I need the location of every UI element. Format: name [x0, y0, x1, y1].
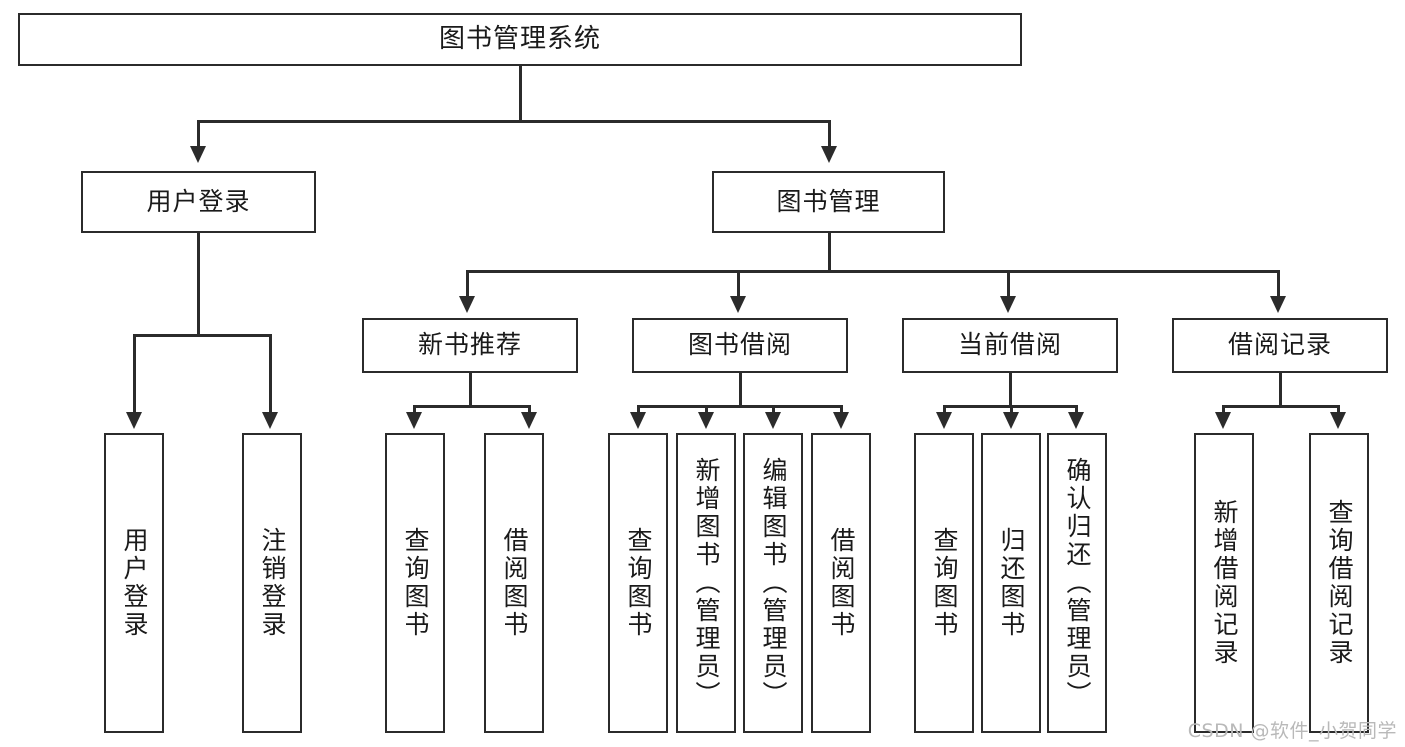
arrow-book-borrow-leaf-1	[630, 412, 646, 429]
arrow-current-borrow-leaf-2	[1003, 412, 1019, 429]
node-user-login[interactable]: 用户登录	[81, 171, 316, 233]
node-book-borrow[interactable]: 图书借阅	[632, 318, 848, 373]
node-label: 查询借阅记录	[1325, 499, 1354, 667]
connector-user-login-drop-2	[269, 334, 272, 414]
node-label: 图书借阅	[687, 330, 792, 360]
connector-borrow-record-drop-1	[1222, 405, 1225, 415]
node-current-borrow[interactable]: 当前借阅	[902, 318, 1118, 373]
connector-user-login-bar	[133, 334, 271, 337]
node-label: 借阅记录	[1227, 330, 1332, 360]
arrow-level3-4	[1270, 296, 1286, 313]
connector-book-borrow-drop-4	[840, 405, 843, 415]
connector-new-book-drop-2	[528, 405, 531, 415]
node-label: 注销登录	[258, 527, 287, 639]
leaf-user-login[interactable]: 用户登录	[104, 433, 164, 733]
arrow-book-borrow-leaf-4	[833, 412, 849, 429]
node-label: 图书管理	[776, 186, 881, 216]
node-label: 借阅图书	[500, 527, 529, 639]
node-label: 编辑图书（管理员）	[759, 457, 788, 709]
connector-book-manage-bar	[466, 270, 1280, 273]
connector-book-borrow-drop-3	[772, 405, 775, 415]
connector-current-borrow-stem	[1009, 373, 1012, 407]
leaf-borrow-borrow-book[interactable]: 借阅图书	[811, 433, 871, 733]
connector-root-stem	[519, 66, 522, 121]
connector-to-book-manage	[828, 120, 831, 148]
node-root-library-system[interactable]: 图书管理系统	[18, 13, 1022, 66]
arrow-current-borrow-leaf-1	[936, 412, 952, 429]
arrow-level3-2	[730, 296, 746, 313]
connector-borrow-record-bar	[1222, 405, 1340, 408]
node-label: 查询图书	[624, 527, 653, 639]
arrow-current-borrow-leaf-3	[1068, 412, 1084, 429]
connector-level3-drop-2	[737, 270, 740, 298]
arrow-user-login-leaf-1	[126, 412, 142, 429]
node-label: 借阅图书	[827, 527, 856, 639]
leaf-logout[interactable]: 注销登录	[242, 433, 302, 733]
connector-borrow-record-stem	[1279, 373, 1282, 407]
arrow-level3-3	[1000, 296, 1016, 313]
arrow-new-book-leaf-1	[406, 412, 422, 429]
node-label: 用户登录	[120, 527, 149, 639]
connector-book-borrow-drop-2	[705, 405, 708, 415]
leaf-record-add-borrow-record[interactable]: 新增借阅记录	[1194, 433, 1254, 733]
node-label: 图书管理系统	[438, 23, 601, 54]
connector-level3-drop-1	[466, 270, 469, 298]
connector-new-book-bar	[413, 405, 531, 408]
leaf-borrow-add-book-admin[interactable]: 新增图书（管理员）	[676, 433, 736, 733]
connector-borrow-record-drop-2	[1337, 405, 1340, 415]
node-label: 确认归还（管理员）	[1063, 457, 1092, 709]
connector-book-borrow-bar	[637, 405, 842, 408]
leaf-current-confirm-return-admin[interactable]: 确认归还（管理员）	[1047, 433, 1107, 733]
connector-user-login-drop-1	[133, 334, 136, 414]
connector-book-borrow-drop-1	[637, 405, 640, 415]
connector-level3-drop-3	[1007, 270, 1010, 298]
leaf-borrow-query-book[interactable]: 查询图书	[608, 433, 668, 733]
leaf-new-book-borrow-book[interactable]: 借阅图书	[484, 433, 544, 733]
node-label: 归还图书	[997, 527, 1026, 639]
connector-user-login-stem	[197, 233, 200, 336]
arrow-user-login-leaf-2	[262, 412, 278, 429]
node-borrow-record[interactable]: 借阅记录	[1172, 318, 1388, 373]
arrow-level3-1	[459, 296, 475, 313]
node-label: 新增图书（管理员）	[692, 457, 721, 709]
node-label: 查询图书	[401, 527, 430, 639]
leaf-record-query-borrow-record[interactable]: 查询借阅记录	[1309, 433, 1369, 733]
connector-new-book-stem	[469, 373, 472, 407]
connector-current-borrow-drop-2	[1010, 405, 1013, 415]
node-label: 查询图书	[930, 527, 959, 639]
leaf-current-return-book[interactable]: 归还图书	[981, 433, 1041, 733]
arrow-borrow-record-leaf-1	[1215, 412, 1231, 429]
leaf-new-book-query-book[interactable]: 查询图书	[385, 433, 445, 733]
connector-current-borrow-drop-1	[943, 405, 946, 415]
arrow-borrow-record-leaf-2	[1330, 412, 1346, 429]
connector-level3-drop-4	[1277, 270, 1280, 298]
arrow-book-borrow-leaf-3	[765, 412, 781, 429]
connector-book-borrow-stem	[739, 373, 742, 407]
arrow-to-book-manage	[821, 146, 837, 163]
leaf-current-query-book[interactable]: 查询图书	[914, 433, 974, 733]
node-book-management[interactable]: 图书管理	[712, 171, 945, 233]
connector-to-user-login	[197, 120, 200, 148]
arrow-new-book-leaf-2	[521, 412, 537, 429]
connector-new-book-drop-1	[413, 405, 416, 415]
node-label: 新书推荐	[417, 330, 522, 360]
connector-book-manage-stem	[828, 233, 831, 272]
arrow-to-user-login	[190, 146, 206, 163]
arrow-book-borrow-leaf-2	[698, 412, 714, 429]
node-label: 当前借阅	[957, 330, 1062, 360]
csdn-watermark: CSDN @软件_小贺同学	[1187, 720, 1397, 742]
connector-root-bar	[197, 120, 831, 123]
node-label: 用户登录	[146, 186, 251, 216]
connector-current-borrow-drop-3	[1075, 405, 1078, 415]
leaf-borrow-edit-book-admin[interactable]: 编辑图书（管理员）	[743, 433, 803, 733]
node-label: 新增借阅记录	[1210, 499, 1239, 667]
node-new-book-recommend[interactable]: 新书推荐	[362, 318, 578, 373]
